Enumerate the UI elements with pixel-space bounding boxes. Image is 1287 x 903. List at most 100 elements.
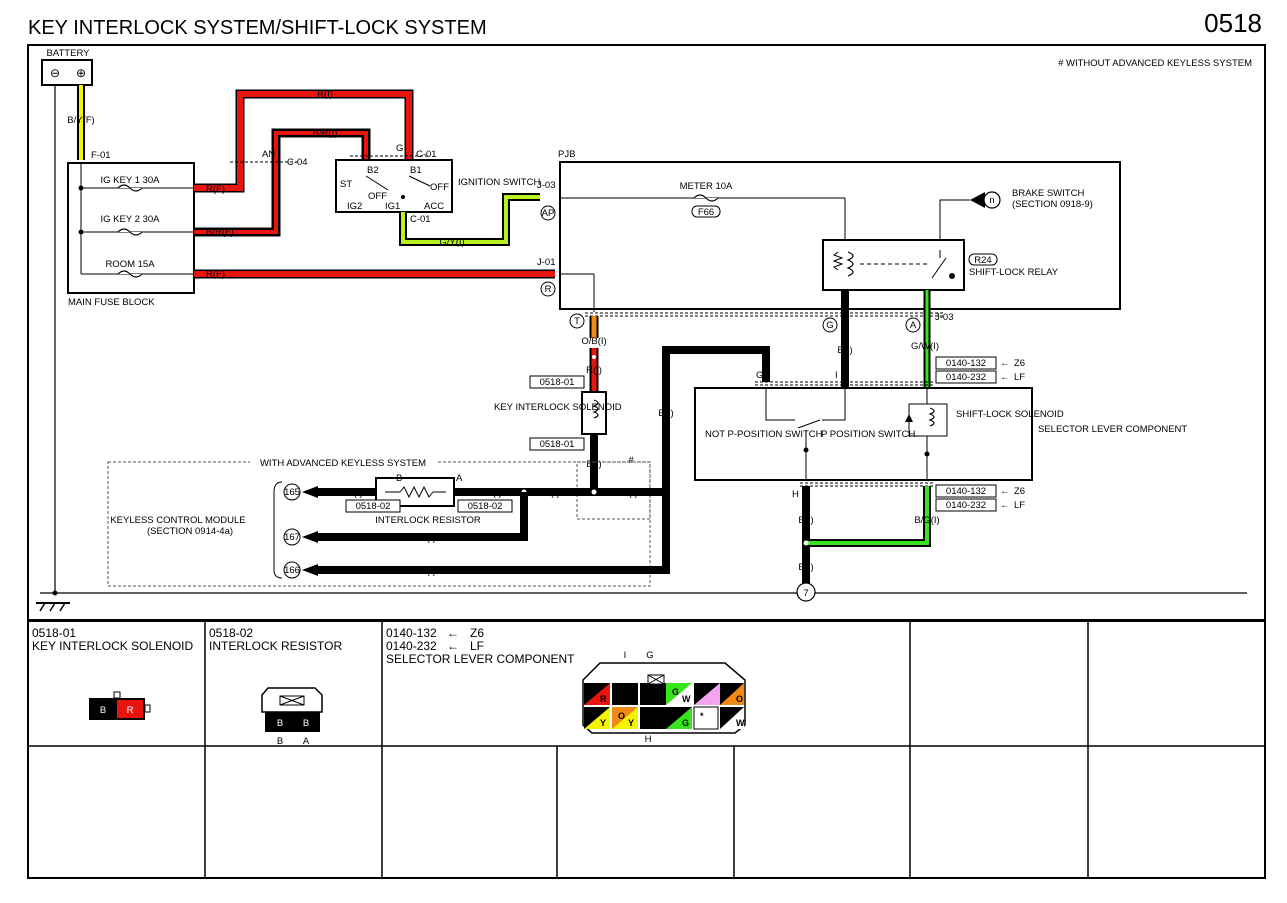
panel3-top-pin: G [672, 687, 679, 697]
conn-h: H [792, 489, 799, 500]
conn-f01: F-01 [91, 150, 111, 161]
not-p-switch-label: NOT P-POSITION SWITCH [705, 429, 823, 440]
panel1-code: 0518-01 [32, 626, 76, 640]
wire-b-i-6: B(I) [420, 566, 435, 577]
conn-j01: J-01 [537, 257, 555, 268]
wire-b-i-8: B(I) [837, 345, 852, 356]
connector-panels [27, 620, 1266, 879]
page-number: 0518 [1204, 8, 1262, 38]
wire-b-i-5: B(I) [420, 533, 435, 544]
wire-br-i-label: B/R(I) [313, 128, 338, 139]
arrow-icon: ← [447, 626, 459, 640]
panel2-label-a: A [303, 736, 310, 747]
sel-ref-top-2: 0140-232 [946, 372, 986, 383]
fuse-room: ROOM 15A [105, 259, 155, 270]
selector-lever-component [694, 387, 1033, 481]
keyless-module-section: (SECTION 0914-4a) [147, 526, 233, 537]
battery-minus-icon: ⊖ [50, 66, 60, 80]
wire-b-i-1: B(I) [347, 488, 362, 499]
arrow-icon: ← [447, 639, 459, 653]
conn-c04: C-04 [287, 157, 308, 168]
ign-off1: OFF [368, 191, 387, 202]
panel3-name: SELECTOR LEVER COMPONENT [386, 652, 575, 666]
panel3-top-pin-sub: W [682, 694, 691, 704]
sel-z6-bottom: Z6 [1014, 486, 1025, 497]
sel-lf-bottom: LF [1014, 500, 1025, 511]
sel-ref-bottom-2: 0140-232 [946, 500, 986, 511]
panel2-pin-1: B [277, 718, 283, 729]
conn-a-circle: A [910, 320, 917, 331]
resistor-pin-a: A [456, 473, 463, 484]
fuse-icon [117, 270, 143, 278]
panel3-top-pin-sub: O [736, 694, 743, 704]
wire-b-i-10: B(I) [798, 562, 813, 573]
kis-conn-bottom: 0518-01 [540, 439, 575, 450]
wire-b-i-3: B(I) [544, 488, 559, 499]
panel1-pin-r: R [127, 705, 134, 716]
wire-r-f-label-1: R(F) [206, 184, 225, 195]
ground-icon [36, 602, 70, 612]
shift-lock-relay-label: SHIFT-LOCK RELAY [969, 267, 1059, 278]
wire-by-f-label: B/Y(F) [67, 115, 94, 126]
arrow-icon: ← [1000, 486, 1010, 497]
keyless-pin-167: 167 [284, 532, 300, 543]
brake-switch-label: BRAKE SWITCH [1012, 188, 1084, 199]
panel3-pins [584, 674, 744, 730]
panel3-label-g: G [646, 650, 653, 661]
wire-r-f-label-2: R(F) [206, 269, 225, 280]
wire-r-i-sol-label: R(I) [586, 365, 602, 376]
fuse-icon [693, 194, 719, 202]
main-fuse-block [67, 162, 195, 294]
sel-z6-top: Z6 [1014, 358, 1025, 369]
ground-number: 7 [803, 588, 808, 599]
resistor-conn-right: 0518-02 [468, 501, 503, 512]
panel1-pin-b: B [100, 705, 106, 716]
brake-switch-pin: n [989, 195, 994, 206]
sel-ref-top-1: 0140-132 [946, 358, 986, 369]
key-interlock-solenoid [581, 391, 607, 435]
brake-switch-section: (SECTION 0918-9) [1012, 199, 1093, 210]
conn-ap: AP [542, 208, 555, 219]
conn-an: AN [262, 149, 275, 160]
fuse-ig-key1: IG KEY 1 30A [101, 175, 161, 186]
wire-b-i-9: B(I) [798, 515, 813, 526]
panel3-bottom-pin: * [700, 711, 704, 721]
wire-b-i-4: B(I) [622, 488, 637, 499]
panel3-top-pin: B [618, 687, 625, 697]
battery-plus-icon: ⊕ [76, 66, 86, 80]
pjb-label: PJB [558, 149, 575, 160]
panel3-top-pin: B [726, 687, 733, 697]
wire-b-i-kis: B(I) [586, 459, 601, 470]
pjb-box [559, 161, 1121, 310]
ign-b1: B1 [410, 165, 422, 176]
resistor-label: INTERLOCK RESISTOR [375, 515, 481, 526]
wire-b-i-7: B(I) [658, 408, 673, 419]
ign-ig1: IG1 [385, 201, 400, 212]
panel3-top-pin: P [700, 687, 706, 697]
panel3-code1: 0140-132 [386, 626, 437, 640]
conn-g-circle: G [826, 320, 833, 331]
panel1-name: KEY INTERLOCK SOLENOID [32, 639, 193, 653]
coil-icon [846, 251, 854, 277]
meter-label: METER 10A [680, 181, 733, 192]
wire-bg-i [806, 486, 929, 545]
ignition-switch [335, 159, 453, 213]
fuse-icon [117, 184, 143, 192]
battery [41, 59, 93, 86]
conn-g-ign: G [396, 143, 403, 154]
panel3-label-i: I [624, 650, 627, 661]
panel3-z6: Z6 [470, 626, 484, 640]
wire-r-i-upper [194, 91, 412, 191]
ign-acc: ACC [424, 201, 444, 212]
panel3-bottom-pin: B [726, 711, 733, 721]
hash-marker: # [628, 455, 634, 466]
wire-br [194, 131, 368, 234]
shift-lock-relay-code: R24 [974, 255, 991, 266]
coil-icon [592, 399, 599, 419]
ign-ig2: IG2 [347, 201, 362, 212]
conn-j03-bottom: J-03 [935, 312, 953, 323]
conn-i: I [835, 370, 838, 381]
wire-br-f-label: B/R(F) [206, 227, 234, 238]
selector-lever-label: SELECTOR LEVER COMPONENT [1038, 424, 1187, 435]
